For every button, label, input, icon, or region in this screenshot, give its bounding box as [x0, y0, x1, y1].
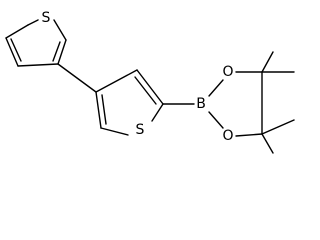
bond [136, 69, 164, 105]
methyl-bond [261, 51, 274, 73]
sulfur-atom-label: S [136, 122, 145, 138]
bond [95, 69, 138, 93]
sulfur-atom-label: S [42, 10, 51, 26]
bond [27, 19, 39, 26]
chemical-structure: S S B O O [5, 10, 295, 154]
bond [151, 103, 164, 122]
bond [95, 91, 102, 129]
bond [208, 79, 224, 97]
boron-atom-label: B [196, 96, 206, 112]
bond [101, 94, 107, 125]
bond [52, 41, 61, 62]
thiophene-ring-upper [5, 19, 67, 67]
oxygen-atom-label: O [222, 128, 233, 144]
bond [5, 37, 19, 67]
oxygen-atom-label: O [222, 64, 233, 80]
methyl-groups [261, 51, 295, 154]
bond [57, 39, 67, 65]
dioxaborolane-ring [208, 71, 263, 137]
bond-ring-link [57, 63, 97, 93]
bond [134, 76, 157, 105]
bond [208, 111, 224, 129]
methyl-bond [261, 119, 295, 135]
bond [10, 38, 22, 62]
bond [5, 24, 29, 39]
bond [100, 127, 129, 136]
bond [53, 19, 67, 41]
methyl-bond [261, 133, 274, 154]
bond [235, 133, 263, 137]
thiophene-ring-middle [95, 69, 164, 136]
bond [17, 63, 59, 67]
